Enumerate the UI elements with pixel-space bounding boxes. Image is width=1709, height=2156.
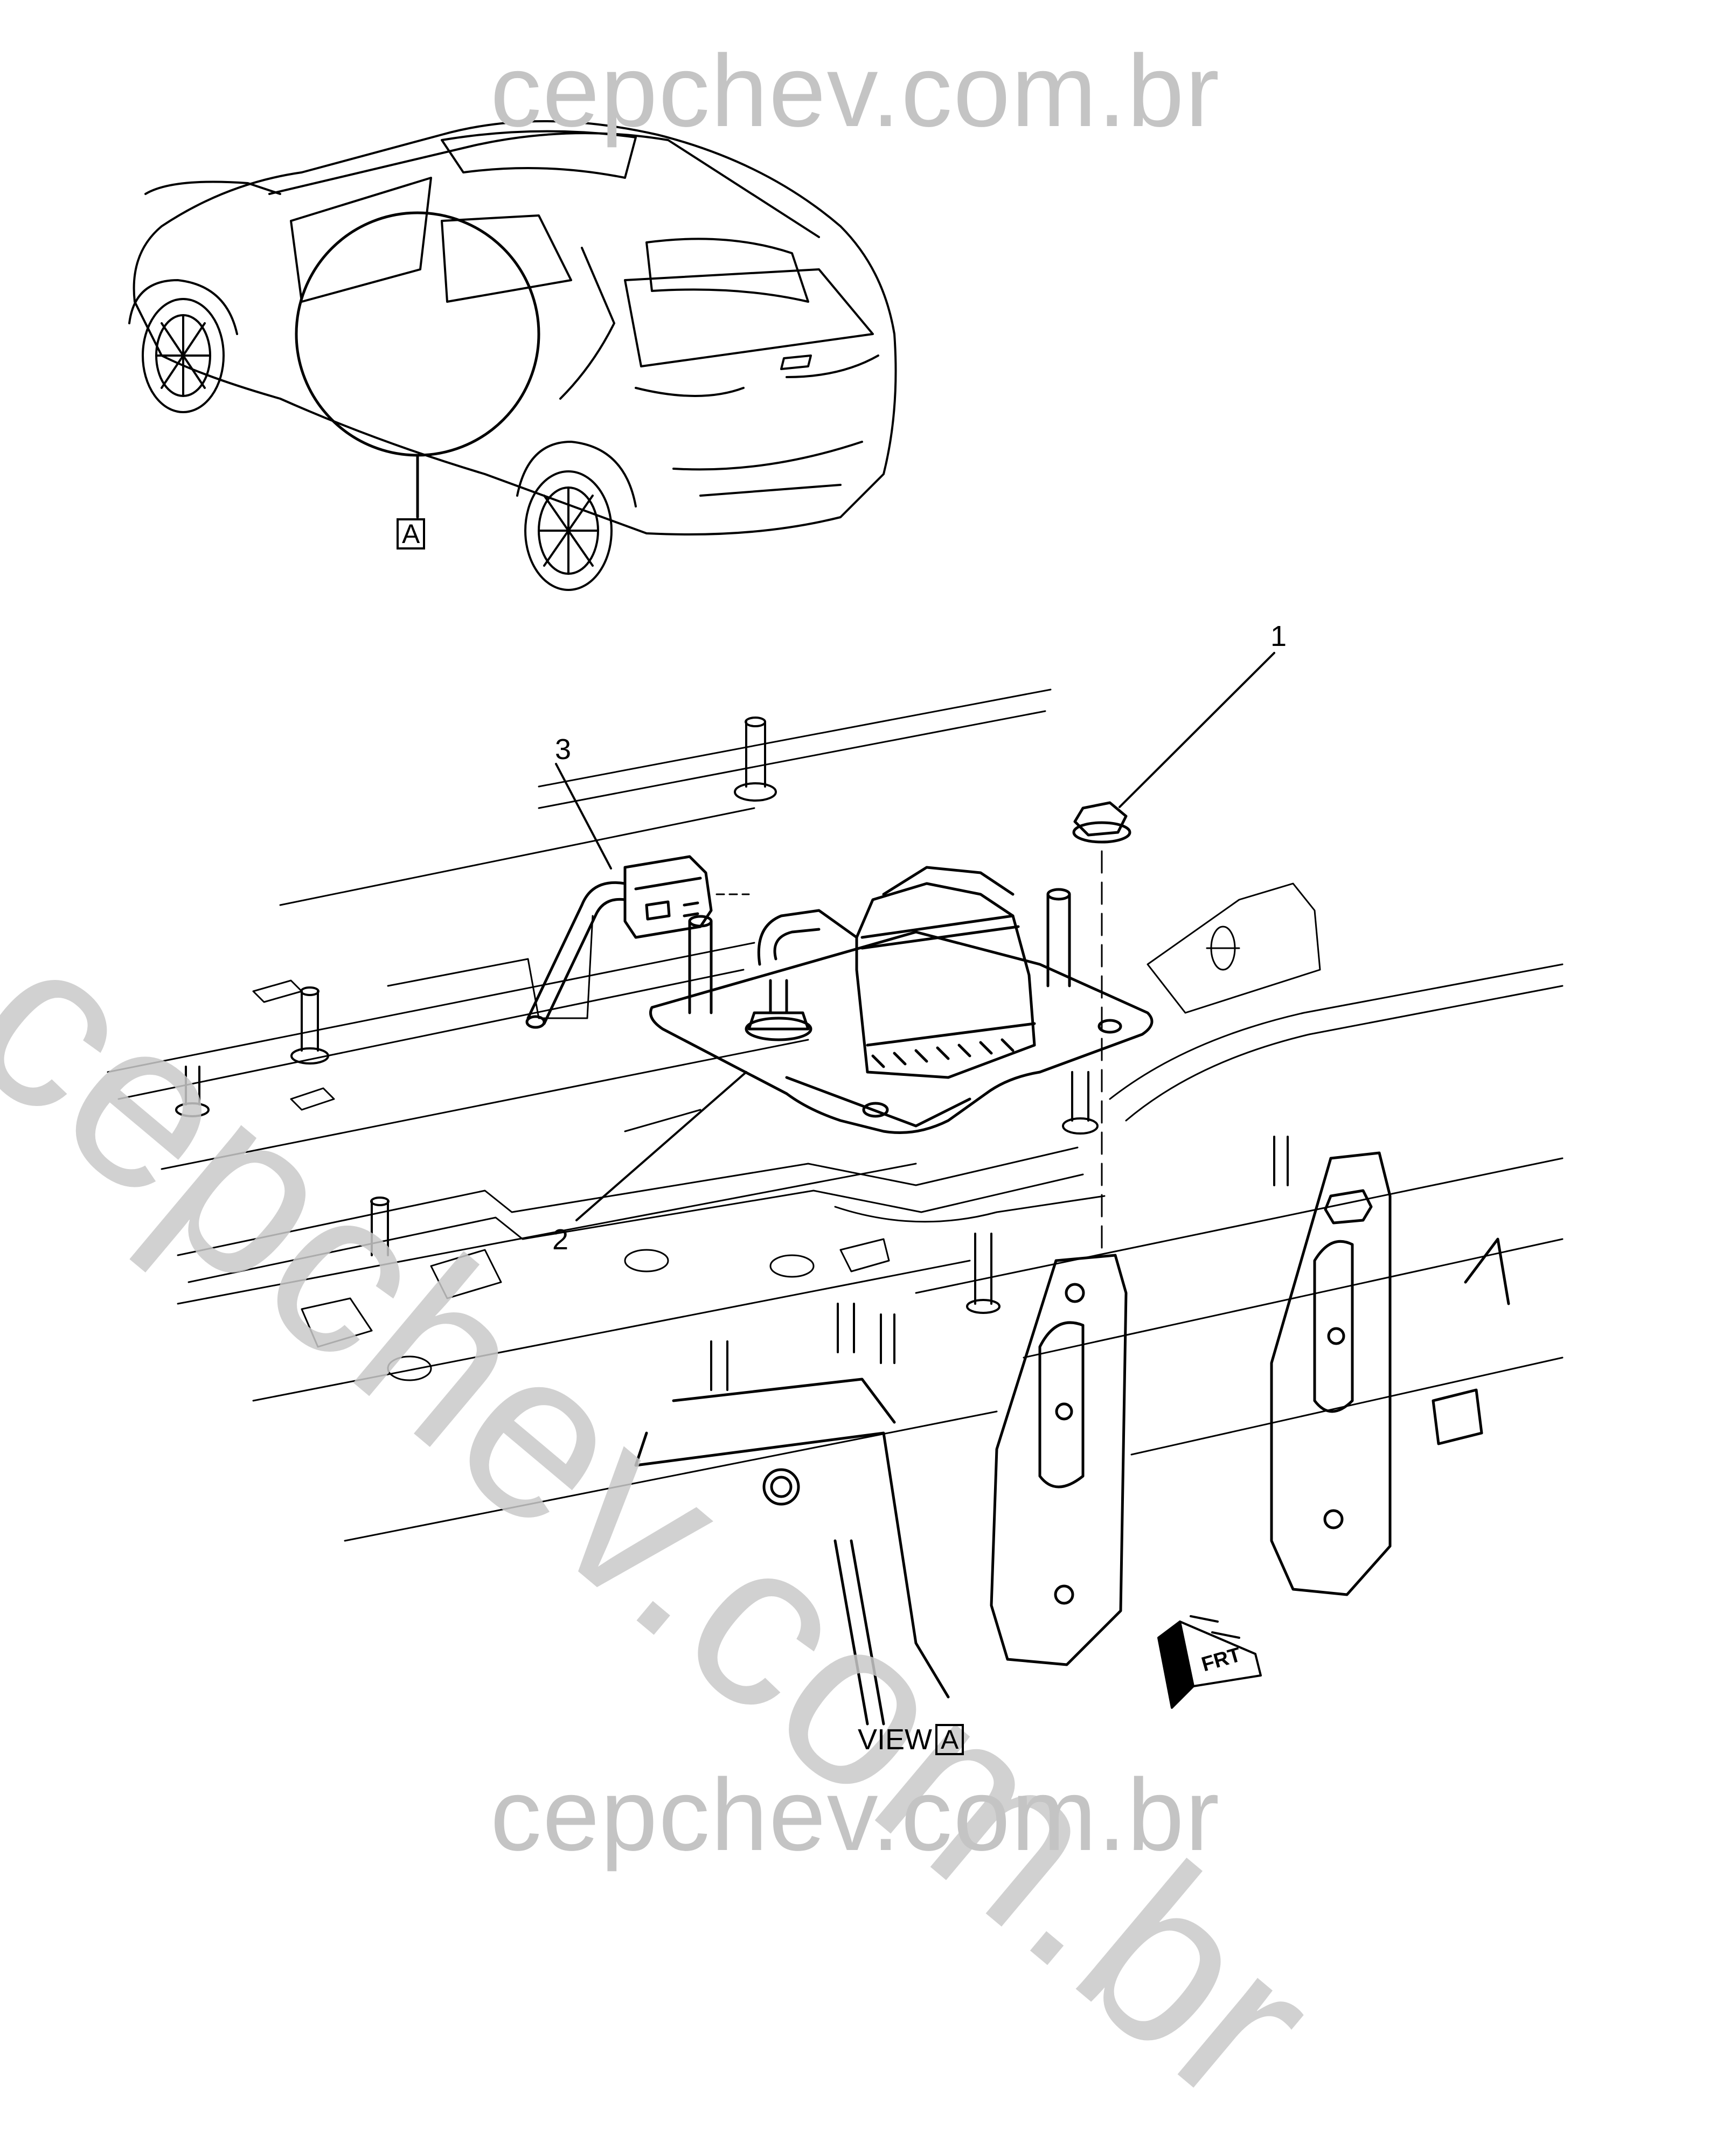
- leader-lines: [555, 652, 1275, 1221]
- view-a-letter: A: [397, 518, 426, 550]
- callout-2-label: 2: [552, 1223, 569, 1256]
- stud-bolts: [175, 717, 1289, 1391]
- front-direction-arrow: [1157, 1615, 1262, 1709]
- sensor-module: [745, 866, 1036, 1079]
- callout-1-label: 1: [1270, 620, 1287, 652]
- vehicle-illustration: [128, 120, 897, 591]
- watermark-bottom: cepchev.com.br: [490, 1758, 1221, 1872]
- diagram-artwork: [107, 120, 1564, 1726]
- nut-fastener: [1072, 801, 1131, 1251]
- view-a-reference-box: A: [397, 518, 426, 550]
- callout-3-label: 3: [555, 733, 572, 766]
- view-a-label: VIEW A: [858, 1723, 964, 1756]
- view-text: VIEW: [858, 1723, 933, 1756]
- diagram-page: cepchev.com.br cepchev.com.br cepchev.co…: [0, 34, 1564, 2153]
- view-letter-box: A: [935, 1724, 964, 1755]
- electrical-connector: [525, 855, 750, 1029]
- seat-mount-brackets: [634, 1151, 1510, 1726]
- watermark-top: cepchev.com.br: [490, 34, 1221, 148]
- module-bracket: [649, 888, 1154, 1134]
